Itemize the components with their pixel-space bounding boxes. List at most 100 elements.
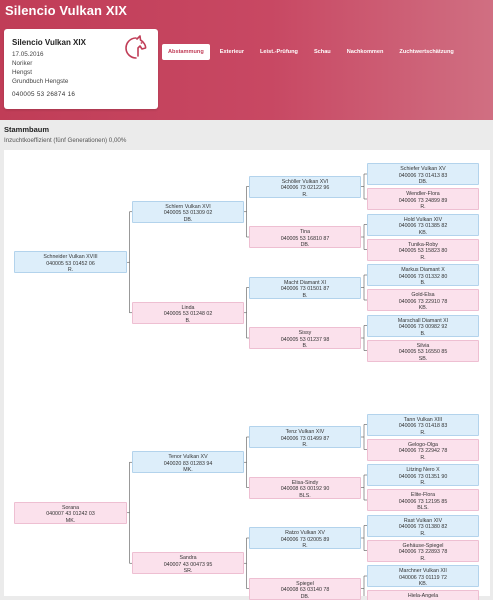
pedigree-node-extra: B. — [185, 317, 191, 324]
pedigree-node-extra: DB. — [418, 179, 428, 185]
pedigree-node-reg: 040006 73 01332 80 — [398, 273, 448, 280]
tab-abstammung[interactable]: Abstammung — [162, 44, 210, 60]
pedigree-node-extra: MK. — [183, 467, 193, 474]
pedigree-node-reg: 040008 63 00192 90 — [280, 486, 330, 493]
tab-schau[interactable]: Schau — [313, 49, 331, 55]
pedigree-node-name: Schiefer Vulkan XV — [400, 166, 446, 172]
pedigree-node-reg: 040006 73 01501 87 — [280, 286, 330, 293]
tab-leistungspruefung[interactable]: Leist.-Prüfung — [260, 49, 298, 55]
section-title: Stammbaum — [4, 125, 50, 134]
pedigree-node-extra: SB. — [418, 355, 428, 362]
pedigree-node-reg: 040005 53 16810 87 — [280, 235, 330, 242]
pedigree-node-name: Schöller Vulkan XVI — [281, 178, 329, 185]
pedigree-node-name: Sorana — [61, 504, 80, 511]
pedigree-node-name: Silvia — [416, 342, 430, 349]
pedigree-node-extra: R. — [420, 480, 426, 486]
pedigree-node-reg: 040007 43 01242 03 — [46, 511, 95, 518]
pedigree-node-name: Markus Diamant X — [401, 267, 445, 273]
pedigree-node-name: Linda — [181, 304, 195, 311]
pedigree-node-reg: 040005 53 01248 02 — [163, 311, 213, 318]
pedigree-node-extra: R. — [420, 454, 426, 461]
pedigree-connectors — [127, 173, 367, 596]
pedigree-node-name: Tenor Vulkan XV — [168, 454, 208, 461]
pedigree-node-name: Gehäuse-Spiegel — [402, 542, 444, 549]
app-header: Silencio Vulkan XIX Silencio Vulkan XIX … — [0, 0, 493, 120]
pedigree-node-reg: 040006 73 12195 85 — [398, 498, 448, 505]
pedigree-node-reg: 040006 73 02122 96 — [280, 185, 330, 192]
pedigree-node-extra: MK. — [65, 517, 76, 524]
pedigree-node-name: Sandra — [179, 555, 197, 562]
registration-number: 040005 53 26874 16 — [12, 91, 76, 98]
pedigree-node-extra: DB. — [300, 593, 310, 600]
pedigree-node-extra: R. — [420, 429, 426, 436]
pedigree-node-extra: DB. — [183, 216, 193, 223]
pedigree-node-name: Tina — [299, 229, 311, 235]
pedigree-node-extra: R. — [420, 254, 426, 261]
pedigree-node-reg: 040006 73 01119 72 — [399, 574, 447, 581]
tab-nachkommen[interactable]: Nachkommen — [346, 49, 384, 55]
birth-date: 17.05.2016 — [12, 51, 44, 58]
tab-exterieur[interactable]: Exterieur — [219, 49, 245, 55]
pedigree-node-name: Wendler-Flora — [406, 191, 440, 197]
horse-head-icon — [125, 35, 147, 59]
pedigree-node-extra: R. — [420, 530, 426, 537]
pedigree-node-extra: B. — [420, 330, 426, 337]
pedigree-node-name: Sissy — [298, 330, 312, 336]
horse-info-card: Silencio Vulkan XIX 17.05.2016 Noriker H… — [4, 29, 158, 109]
pedigree-node-reg: 040006 73 01385 82 — [398, 223, 448, 230]
pedigree-node-name: Tenz Vulkan XIV — [285, 429, 325, 435]
pedigree-node-reg: 040005 53 01237 98 — [280, 336, 330, 343]
pedigree-node-name: Tann Vulkan XIII — [403, 416, 443, 423]
horse-name: Silencio Vulkan XIX — [12, 38, 86, 47]
pedigree-node-extra: R. — [302, 191, 308, 198]
tab-zuchtwertschaetzung[interactable]: Zuchtwertschätzung — [399, 49, 454, 55]
pedigree-node-reg: 040008 63 03140 78 — [280, 587, 330, 594]
pedigree-node-reg: 040005 53 01309 02 — [163, 210, 213, 217]
inbreeding-coefficient: Inzuchtkoeffizient (fünf Generationen) 0… — [4, 137, 127, 144]
pedigree-node-extra: BLS. — [417, 505, 429, 511]
pedigree-node-reg: 040006 73 01499 87 — [280, 435, 330, 442]
pedigree-node-reg: 040006 73 22910 78 — [398, 298, 448, 305]
pedigree-node-reg: 040005 53 16550 85 — [398, 349, 448, 356]
pedigree-node-name: Hiela-Angela — [407, 593, 439, 599]
pedigree-node-name: Marschall Diamant XI — [397, 317, 449, 324]
pedigree-node-extra: KB. — [418, 229, 428, 236]
pedigree-node-name: Spiegel — [296, 580, 314, 587]
pedigree-node-extra: R. — [67, 267, 74, 274]
pedigree-node-name: Gelogo-Olga — [407, 441, 439, 448]
pedigree-node-g4-15[interactable]: Hiela-Angela040008 63 10733 74B. — [367, 590, 479, 600]
pedigree-node-extra: BLS. — [299, 492, 311, 499]
pedigree-node-extra: KB. — [418, 305, 428, 311]
pedigree-node-name: Elisa-Sindy — [291, 479, 319, 486]
